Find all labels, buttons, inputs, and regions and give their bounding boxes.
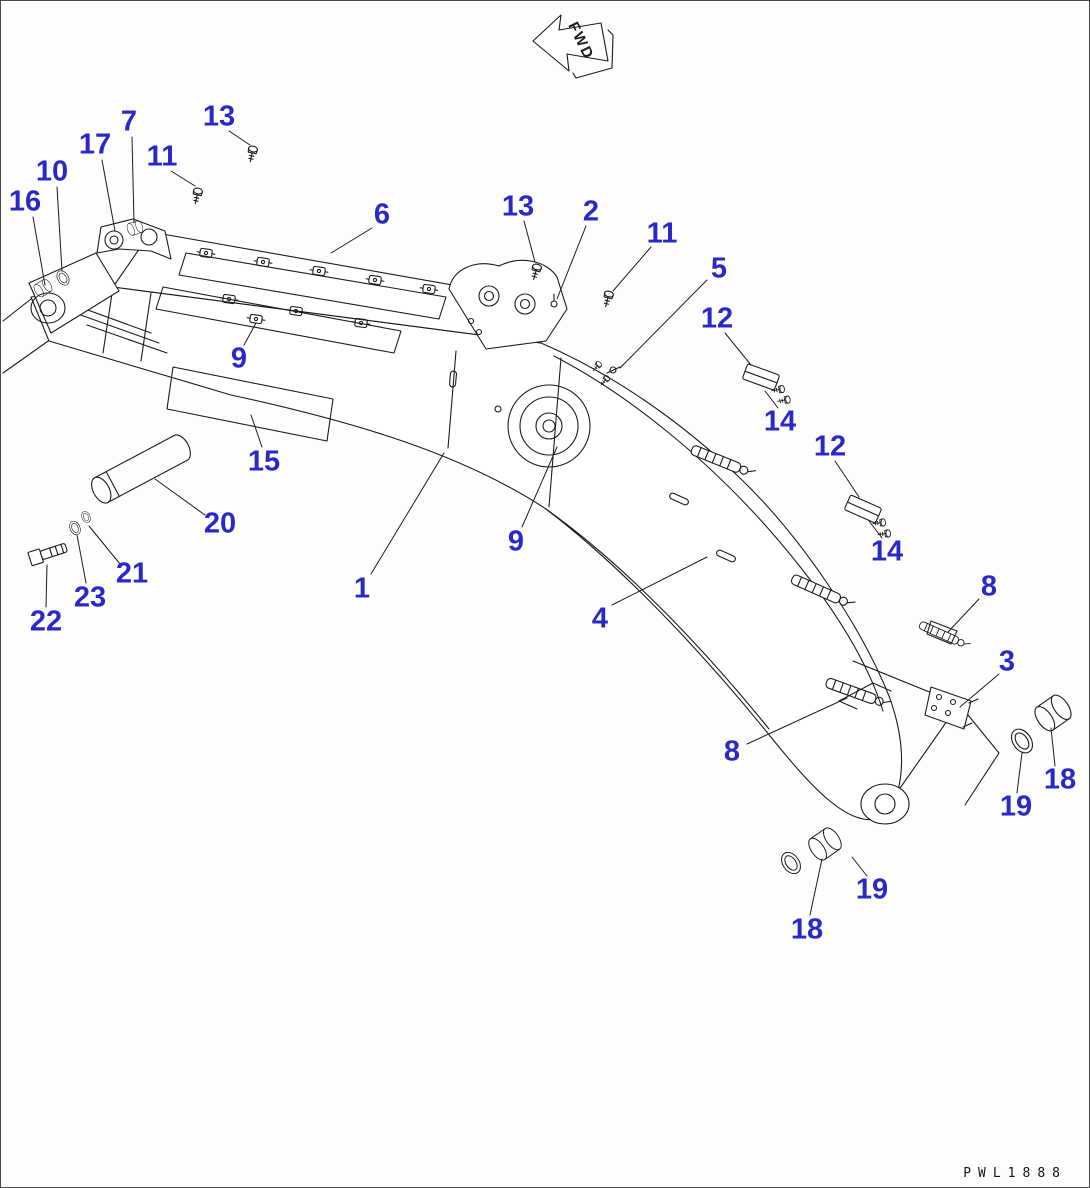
leader-line-9	[521, 446, 558, 528]
cover-panel-lower	[155, 286, 402, 354]
foot-seam-lines	[62, 286, 168, 362]
leader-line-8	[746, 697, 848, 745]
leader-line-4	[611, 556, 708, 606]
grease-fitting-2	[550, 293, 558, 308]
bracket-3	[924, 686, 979, 730]
boom-seam-lines	[447, 350, 884, 730]
callout-3: 3	[998, 645, 1016, 678]
leader-line-14	[868, 520, 883, 539]
leader-line-22	[45, 564, 48, 608]
floating-bolts-left	[190, 144, 259, 206]
leader-line-16	[32, 216, 46, 286]
callout-5: 5	[710, 252, 728, 285]
callout-22: 22	[29, 605, 63, 638]
side-cover-panel	[166, 366, 334, 442]
callout-7: 7	[120, 105, 138, 138]
leader-line-21	[88, 525, 121, 565]
leader-line-20	[154, 478, 206, 516]
callout-1: 1	[353, 572, 371, 605]
callout-6: 6	[373, 198, 391, 231]
callout-14: 14	[763, 405, 797, 438]
callout-4: 4	[591, 602, 609, 635]
leader-line-3	[959, 673, 1000, 708]
leader-line-11	[612, 246, 652, 292]
boom-end	[838, 660, 1000, 825]
leader-line-11	[170, 170, 196, 187]
callout-20: 20	[203, 507, 237, 540]
leader-line-8	[947, 598, 980, 633]
callout-23: 23	[73, 581, 107, 614]
callout-19: 19	[855, 873, 889, 906]
leader-line-19	[1016, 752, 1023, 794]
leader-line-5	[619, 279, 708, 369]
callout-8: 8	[980, 570, 998, 603]
leader-line-10	[56, 186, 63, 272]
leader-line-7	[131, 136, 135, 224]
leader-line-17	[101, 159, 116, 232]
leader-line-12	[834, 460, 860, 498]
leader-line-9	[243, 322, 257, 346]
callout-12: 12	[813, 430, 847, 463]
pin-20	[91, 434, 191, 504]
bushing-18-lower	[804, 824, 846, 864]
callout-9: 9	[230, 342, 248, 375]
fwd-arrow: FWD	[532, 14, 614, 79]
cover-panel-upper	[178, 252, 447, 320]
center-boss	[494, 384, 591, 468]
callout-13: 13	[202, 100, 236, 133]
hydraulic-tubes	[689, 444, 972, 711]
bolt-22	[27, 543, 68, 567]
callout-11: 11	[646, 217, 678, 250]
callout-16: 16	[8, 185, 42, 218]
clamp-assembly-upper	[742, 363, 792, 406]
callout-10: 10	[35, 155, 69, 188]
callout-14: 14	[870, 535, 904, 568]
leader-line-12	[724, 332, 752, 366]
callout-12: 12	[700, 302, 734, 335]
leader-line-1	[370, 452, 445, 575]
ring-19-lower	[777, 848, 805, 878]
tube-8-end	[917, 620, 972, 651]
mid-bracket	[448, 259, 621, 388]
callout-17: 17	[78, 128, 112, 161]
leader-line-2	[556, 225, 587, 300]
callout-13: 13	[501, 190, 535, 223]
leader-line-19	[851, 856, 868, 877]
grease-fitting-5	[606, 366, 621, 374]
leader-lines	[32, 130, 1056, 916]
leader-line-13	[523, 220, 536, 263]
callout-8: 8	[723, 735, 741, 768]
leader-line-15	[250, 414, 263, 448]
callout-15: 15	[247, 445, 281, 478]
tube-lug	[926, 620, 958, 645]
leader-line-18	[1050, 727, 1056, 767]
ring-19-upper	[1006, 724, 1038, 758]
bolt-11-right	[600, 289, 615, 309]
callout-2: 2	[582, 195, 600, 228]
boom-body	[30, 286, 903, 821]
callout-21: 21	[115, 557, 149, 590]
callout-11: 11	[146, 140, 178, 173]
callout-19: 19	[999, 790, 1033, 823]
clamp-assembly-lower	[844, 494, 892, 539]
washer-21	[67, 519, 83, 537]
leader-line-14	[764, 390, 779, 409]
callout-18: 18	[790, 913, 824, 946]
bushing-18-upper	[1030, 691, 1076, 735]
callout-9: 9	[507, 525, 525, 558]
end-rib	[838, 682, 892, 710]
cylinder-mount-bracket	[96, 218, 172, 260]
boom-foot-bracket	[28, 252, 120, 334]
leader-line-13	[228, 130, 251, 146]
foot-edge-lines	[2, 298, 52, 374]
leader-line-23	[76, 534, 87, 584]
callout-18: 18	[1043, 763, 1077, 796]
drawing-code: PWL1888	[963, 1166, 1067, 1181]
leader-line-6	[330, 227, 373, 254]
washer-23	[79, 509, 93, 525]
leader-line-18	[809, 858, 823, 916]
